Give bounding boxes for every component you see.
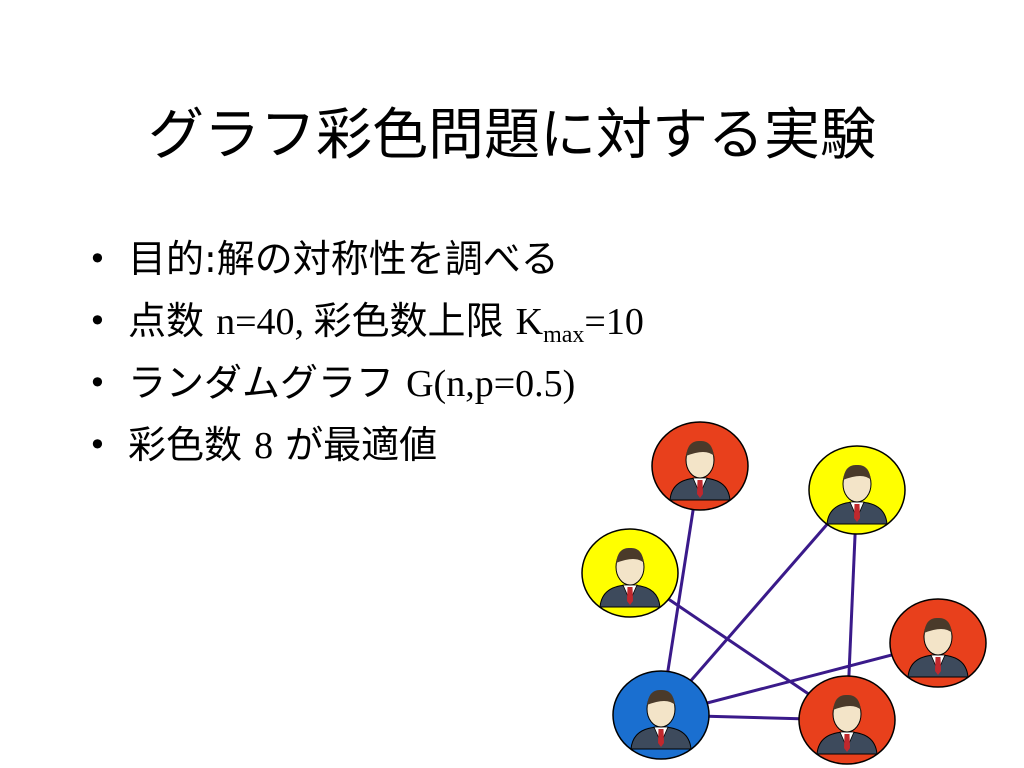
portrait-hair-icon bbox=[843, 464, 871, 480]
portrait-tie-icon bbox=[697, 480, 703, 498]
bullet-item-parameters: • 点数 n=40, 彩色数上限 Kmax=10 bbox=[80, 290, 644, 352]
bullet-dot: • bbox=[88, 302, 107, 340]
bullet-text: ランダムグラフ bbox=[128, 361, 407, 405]
graph-node bbox=[808, 445, 906, 535]
portrait-hair-icon bbox=[924, 617, 952, 633]
bullet-text-points: 点数 bbox=[128, 299, 217, 343]
bullet-text: 彩色数 bbox=[128, 423, 255, 467]
graph-node bbox=[889, 598, 987, 688]
bullet-dot: • bbox=[88, 364, 107, 402]
param-n: n=40 bbox=[216, 301, 295, 343]
separator: , bbox=[294, 301, 314, 343]
bullet-text-end: が最適値 bbox=[273, 423, 438, 467]
bullet-item-random-graph: • ランダムグラフ G(n,p=0.5) bbox=[80, 352, 644, 414]
bullet-item-purpose: • 目的:解の対称性を調べる bbox=[80, 228, 644, 290]
portrait-tie-icon bbox=[844, 734, 850, 752]
graph-node bbox=[651, 421, 749, 511]
portrait-hair-icon bbox=[616, 547, 644, 563]
portrait-hair-icon bbox=[686, 440, 714, 456]
graph-model: G(n,p=0.5) bbox=[406, 363, 576, 405]
bullet-text: 目的:解の対称性を調べる bbox=[128, 237, 559, 281]
bullet-list: • 目的:解の対称性を調べる • 点数 n=40, 彩色数上限 Kmax=10 … bbox=[80, 228, 644, 476]
bullet-dot: • bbox=[88, 240, 107, 278]
graph-edge bbox=[659, 489, 859, 716]
slide-title: グラフ彩色問題に対する実験 bbox=[148, 103, 876, 168]
portrait-hair-icon bbox=[833, 694, 861, 710]
graph-node bbox=[798, 675, 896, 765]
optimum-number: 8 bbox=[254, 425, 274, 467]
portrait-tie-icon bbox=[854, 504, 860, 522]
portrait-tie-icon bbox=[935, 657, 941, 675]
portrait-tie-icon bbox=[658, 729, 664, 747]
graph-node bbox=[612, 670, 710, 760]
bullet-item-optimum: • 彩色数 8 が最適値 bbox=[80, 414, 644, 476]
portrait-hair-icon bbox=[647, 689, 675, 705]
param-k-subscript: max bbox=[543, 322, 585, 348]
bullet-text-colors: 彩色数上限 bbox=[313, 299, 516, 343]
bullet-dot: • bbox=[88, 426, 107, 464]
param-k: K bbox=[515, 301, 544, 343]
portrait-tie-icon bbox=[627, 587, 633, 605]
graph-node bbox=[581, 528, 679, 618]
param-k-value: =10 bbox=[584, 301, 644, 343]
graph-nodes bbox=[581, 421, 987, 765]
